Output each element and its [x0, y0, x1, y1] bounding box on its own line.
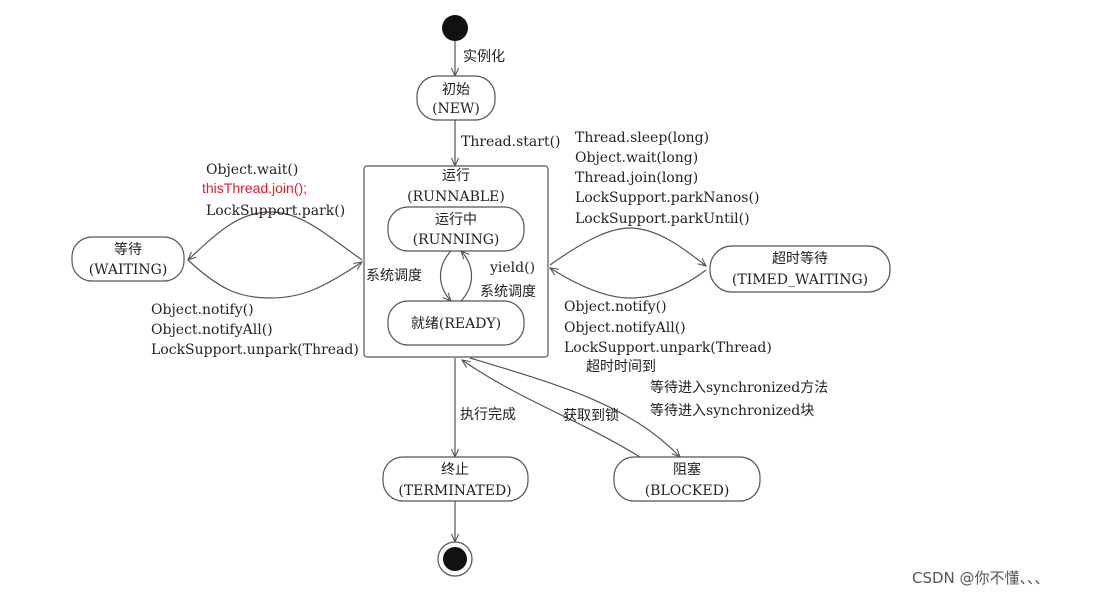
label-timeout: 超时时间到 [586, 359, 656, 375]
state-timed-waiting-name: 超时等待 [772, 250, 828, 267]
edge-from-blocked [462, 360, 641, 458]
label-finished: 执行完成 [460, 407, 516, 423]
label-thread-start: Thread.start() [461, 134, 561, 150]
watermark: CSDN @你不懂、、、 [912, 569, 1050, 587]
label-to-waiting-line: LockSupport.park() [206, 203, 345, 219]
state-blocked-name: 阻塞 [673, 461, 701, 478]
label-yield: yield() [489, 260, 535, 276]
state-new-code: (NEW) [432, 101, 480, 117]
edge-schedule-down [439, 250, 452, 301]
state-running: 运行中 (RUNNING) [387, 206, 525, 252]
label-to-waiting: Object.wait() thisThread.join(); LockSup… [202, 162, 345, 219]
label-schedule-left: 系统调度 [366, 268, 422, 284]
state-runnable-name: 运行 [442, 168, 470, 184]
label-from-timed-line: Object.notify() [564, 299, 667, 315]
edge-from-timed [550, 268, 707, 299]
final-node [437, 541, 473, 577]
state-timed-waiting-code: (TIMED_WAITING) [732, 272, 868, 288]
label-to-waiting-line: Object.wait() [206, 162, 298, 178]
initial-node [442, 15, 468, 41]
label-to-timed: Thread.sleep(long) Object.wait(long) Thr… [575, 130, 759, 227]
label-from-timed-line: Object.notifyAll() [564, 320, 686, 336]
label-to-timed-line: LockSupport.parkUntil() [575, 211, 750, 227]
edge-to-blocked [469, 357, 680, 457]
label-from-waiting: Object.notify() Object.notifyAll() LockS… [151, 302, 359, 358]
edge-yield-up [461, 251, 473, 302]
label-from-waiting-line: LockSupport.unpark(Thread) [151, 342, 359, 358]
edge-from-waiting [187, 259, 362, 299]
label-to-timed-line: Thread.join(long) [575, 170, 698, 186]
label-to-waiting-line: thisThread.join(); [202, 180, 307, 196]
state-new-name: 初始 [442, 81, 470, 98]
state-waiting: 等待 (WAITING) [71, 236, 185, 282]
state-running-code: (RUNNING) [413, 232, 500, 248]
label-schedule-right: 系统调度 [480, 284, 536, 300]
state-blocked-code: (BLOCKED) [645, 483, 730, 499]
label-from-waiting-line: Object.notifyAll() [151, 322, 273, 338]
label-sync-wait-line: 等待进入synchronized方法 [650, 379, 828, 396]
state-timed-waiting: 超时等待 (TIMED_WAITING) [709, 245, 891, 293]
state-waiting-name: 等待 [114, 241, 142, 258]
label-from-timed: Object.notify() Object.notifyAll() LockS… [564, 299, 772, 356]
state-terminated-code: (TERMINATED) [398, 483, 511, 499]
state-runnable-code: (RUNNABLE) [407, 189, 505, 205]
label-instantiate: 实例化 [463, 49, 505, 65]
state-ready: 就绪(READY) [387, 300, 525, 346]
state-terminated-name: 终止 [441, 462, 469, 478]
label-sync-wait: 等待进入synchronized方法 等待进入synchronized块 [650, 379, 828, 419]
state-running-name: 运行中 [435, 212, 477, 228]
state-ready-name: 就绪(READY) [411, 316, 501, 332]
state-waiting-code: (WAITING) [89, 262, 168, 278]
state-new: 初始 (NEW) [416, 75, 496, 121]
label-to-timed-line: Thread.sleep(long) [575, 130, 709, 146]
label-to-timed-line: LockSupport.parkNanos() [575, 190, 759, 206]
state-terminated: 终止 (TERMINATED) [382, 456, 529, 502]
label-to-timed-line: Object.wait(long) [575, 150, 698, 166]
label-acquire-lock: 获取到锁 [563, 408, 619, 424]
state-blocked: 阻塞 (BLOCKED) [613, 456, 761, 502]
edge-to-waiting [188, 211, 363, 260]
edge-to-timed [549, 227, 706, 266]
label-from-timed-line: LockSupport.unpark(Thread) [564, 340, 772, 356]
label-sync-wait-line: 等待进入synchronized块 [650, 402, 814, 419]
label-from-waiting-line: Object.notify() [151, 302, 254, 318]
